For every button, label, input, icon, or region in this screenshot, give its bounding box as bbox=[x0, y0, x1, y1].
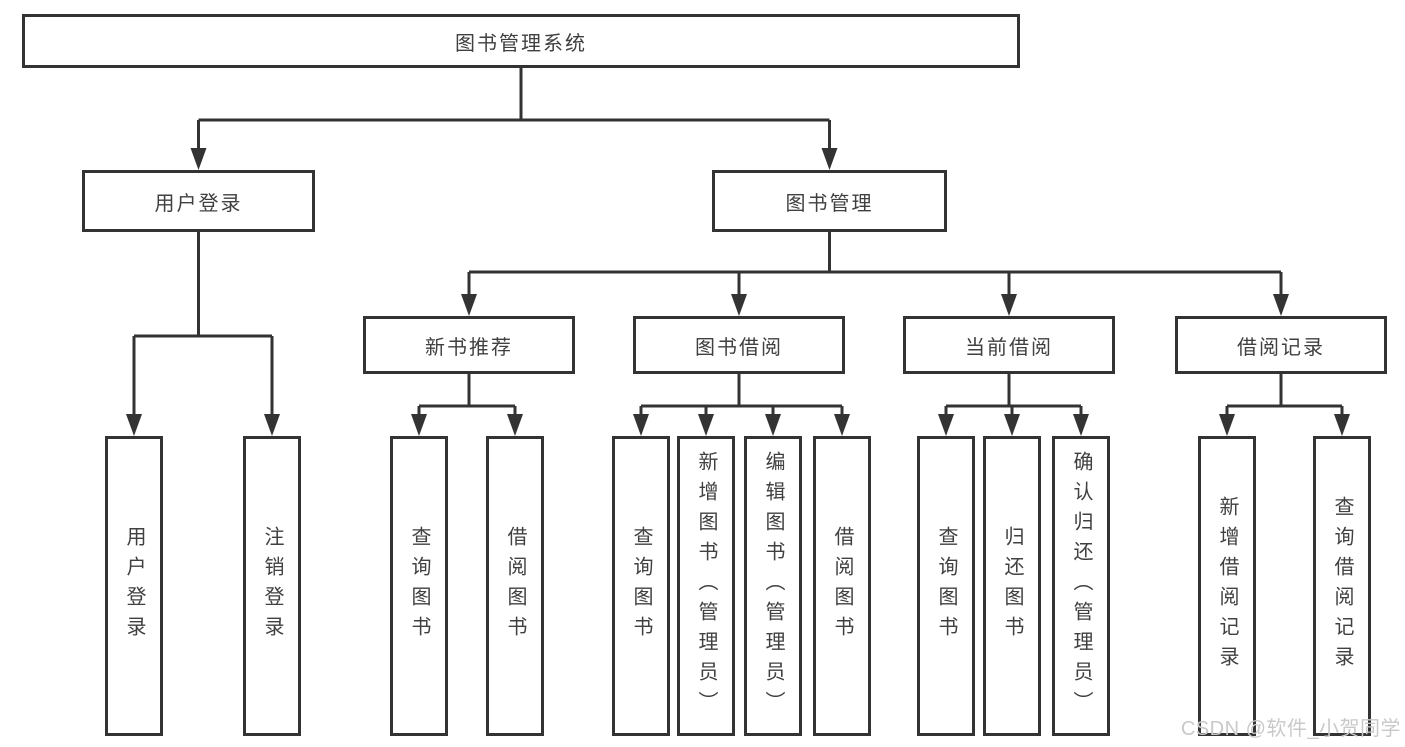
node-label: 图书管理系统 bbox=[455, 32, 587, 55]
node-current-borrow: 当前借阅 bbox=[903, 316, 1115, 374]
connector-book-borrow-to-children bbox=[633, 374, 850, 436]
arrowhead bbox=[126, 414, 142, 436]
leaf-recommend-borrow-books: 借阅图书 bbox=[486, 436, 544, 736]
leaf-records-add-record: 新增借阅记录 bbox=[1198, 436, 1256, 736]
leaf-borrow-borrow-books: 借阅图书 bbox=[813, 436, 871, 736]
arrowhead bbox=[1219, 414, 1235, 436]
node-label: 借阅记录 bbox=[1237, 336, 1325, 359]
node-book-management: 图书管理 bbox=[712, 170, 947, 232]
node-borrow-records: 借阅记录 bbox=[1175, 316, 1387, 374]
leaf-records-query-record: 查询借阅记录 bbox=[1313, 436, 1371, 736]
leaf-borrow-add-books-admin: 新增图书（管理员） bbox=[677, 436, 735, 736]
node-label: 新增借阅记录 bbox=[1216, 496, 1238, 676]
leaf-logout: 注销登录 bbox=[243, 436, 301, 736]
leaf-user-login: 用户登录 bbox=[105, 436, 163, 736]
arrowhead bbox=[1273, 294, 1289, 316]
arrowhead bbox=[264, 414, 280, 436]
node-label: 图书管理 bbox=[785, 192, 874, 215]
arrowhead bbox=[731, 294, 747, 316]
node-label: 借阅图书 bbox=[504, 526, 526, 646]
connector-root-to-children bbox=[190, 68, 838, 170]
node-label: 注销登录 bbox=[261, 526, 283, 646]
node-label: 用户登录 bbox=[154, 192, 243, 215]
connector-current-borrow-to-children bbox=[938, 374, 1089, 436]
arrowhead bbox=[765, 414, 781, 436]
node-user-login: 用户登录 bbox=[82, 170, 315, 232]
leaf-borrow-edit-books-admin: 编辑图书（管理员） bbox=[744, 436, 802, 736]
node-library-system: 图书管理系统 bbox=[22, 14, 1020, 68]
arrowhead bbox=[1334, 414, 1350, 436]
leaf-current-query-books: 查询图书 bbox=[917, 436, 975, 736]
arrowhead bbox=[411, 414, 427, 436]
connector-new-book-recommend-to-children bbox=[411, 374, 523, 436]
connector-user-login-to-children bbox=[126, 232, 280, 436]
node-label: 新增图书（管理员） bbox=[695, 451, 717, 721]
arrowhead bbox=[633, 414, 649, 436]
arrowhead bbox=[1004, 414, 1020, 436]
arrowhead bbox=[938, 414, 954, 436]
arrowhead bbox=[461, 294, 477, 316]
connector-book-management-to-children bbox=[461, 232, 1289, 316]
csdn-watermark: CSDN @软件_小贺同学 bbox=[1180, 718, 1401, 740]
node-label: 查询借阅记录 bbox=[1331, 496, 1353, 676]
leaf-current-return-books: 归还图书 bbox=[983, 436, 1041, 736]
arrowhead bbox=[834, 414, 850, 436]
node-label: 新书推荐 bbox=[425, 336, 513, 359]
leaf-borrow-query-books: 查询图书 bbox=[612, 436, 670, 736]
node-label: 确认归还（管理员） bbox=[1070, 451, 1092, 721]
arrowhead bbox=[1001, 294, 1017, 316]
node-label: 查询图书 bbox=[408, 526, 430, 646]
leaf-current-confirm-return-admin: 确认归还（管理员） bbox=[1052, 436, 1110, 736]
node-label: 查询图书 bbox=[935, 526, 957, 646]
node-label: 归还图书 bbox=[1001, 526, 1023, 646]
arrowhead bbox=[507, 414, 523, 436]
arrowhead bbox=[698, 414, 714, 436]
node-label: 图书借阅 bbox=[695, 336, 783, 359]
node-label: 查询图书 bbox=[630, 526, 652, 646]
node-label: 用户登录 bbox=[123, 526, 145, 646]
node-new-book-recommend: 新书推荐 bbox=[363, 316, 575, 374]
node-label: 当前借阅 bbox=[965, 336, 1053, 359]
arrowhead bbox=[821, 148, 838, 170]
leaf-recommend-query-books: 查询图书 bbox=[390, 436, 448, 736]
connector-borrow-records-to-children bbox=[1219, 374, 1350, 436]
arrowhead bbox=[190, 148, 207, 170]
node-book-borrow: 图书借阅 bbox=[633, 316, 845, 374]
arrowhead bbox=[1073, 414, 1089, 436]
node-label: 编辑图书（管理员） bbox=[762, 451, 784, 721]
node-label: 借阅图书 bbox=[831, 526, 853, 646]
